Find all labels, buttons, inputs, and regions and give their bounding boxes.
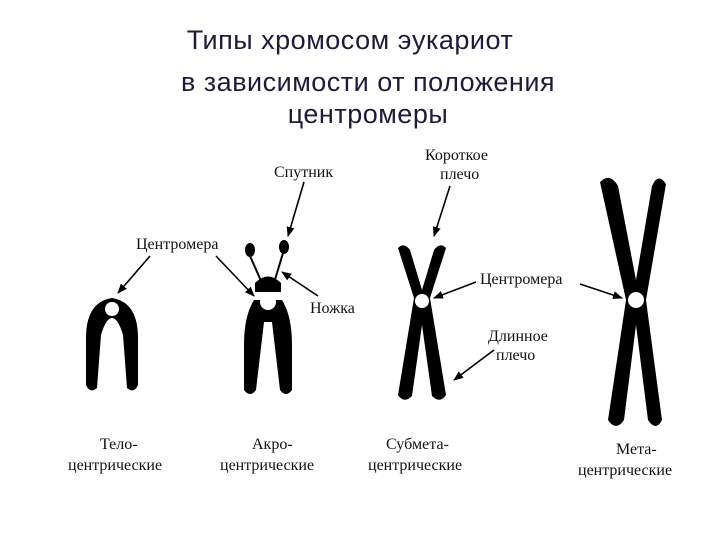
metacentric-chromosome	[600, 177, 666, 426]
caption-submeta-line-1: Субмета-	[386, 436, 449, 453]
title-line-2: в зависимости от положения	[180, 67, 556, 97]
caption-acro-line-1: Акро-	[252, 436, 293, 453]
stalk-left	[249, 255, 263, 284]
caption-telo-line-1: Тело-	[100, 436, 138, 453]
arrow-centromere-meta	[579, 283, 623, 299]
label-short-arm-line-2: плечо	[440, 166, 479, 183]
caption-telo-line-2: центрические	[68, 457, 162, 474]
arrow-centromere-telo	[117, 255, 151, 294]
submetacentric-chromosome	[398, 245, 446, 400]
label-short-arm-line-1: Короткое	[425, 147, 488, 164]
arrow-long-arm	[453, 349, 495, 381]
telocentric-chromosome	[86, 298, 138, 391]
arrow-nozhka	[281, 271, 319, 297]
acrocentric-chromosome	[244, 240, 292, 394]
centromere-dot	[105, 302, 119, 316]
label-nozhka: Ножка	[310, 300, 355, 317]
arrow-centromere-acro	[215, 255, 255, 297]
caption-submeta-line-2: центрические	[368, 457, 462, 474]
centromere-dot	[260, 294, 276, 310]
satellite-left	[245, 243, 255, 257]
satellite-right	[279, 240, 289, 254]
pointer-arrows	[117, 181, 623, 381]
centromere-dot	[415, 294, 429, 308]
arrow-centromere-submeta	[433, 281, 477, 299]
arrow-short-arm	[432, 185, 451, 237]
label-centromere-right: Центромера	[480, 271, 562, 288]
title-line-1: Типы хромосом эукариот	[186, 25, 514, 55]
centromere-dot	[628, 292, 644, 308]
label-sputnik: Спутник	[274, 164, 333, 181]
caption-meta-line-2: центрические	[578, 462, 672, 479]
label-long-arm-line-2: плечо	[496, 347, 535, 364]
label-centromere-left: Центромера	[136, 236, 218, 253]
arrow-sputnik	[286, 181, 305, 237]
caption-acro-line-2: центрические	[220, 457, 314, 474]
label-long-arm-line-1: Длинное	[488, 328, 548, 345]
title-line-3: центромеры	[287, 99, 449, 129]
stalk-right	[273, 252, 284, 284]
caption-meta-line-1: Мета-	[616, 441, 657, 458]
